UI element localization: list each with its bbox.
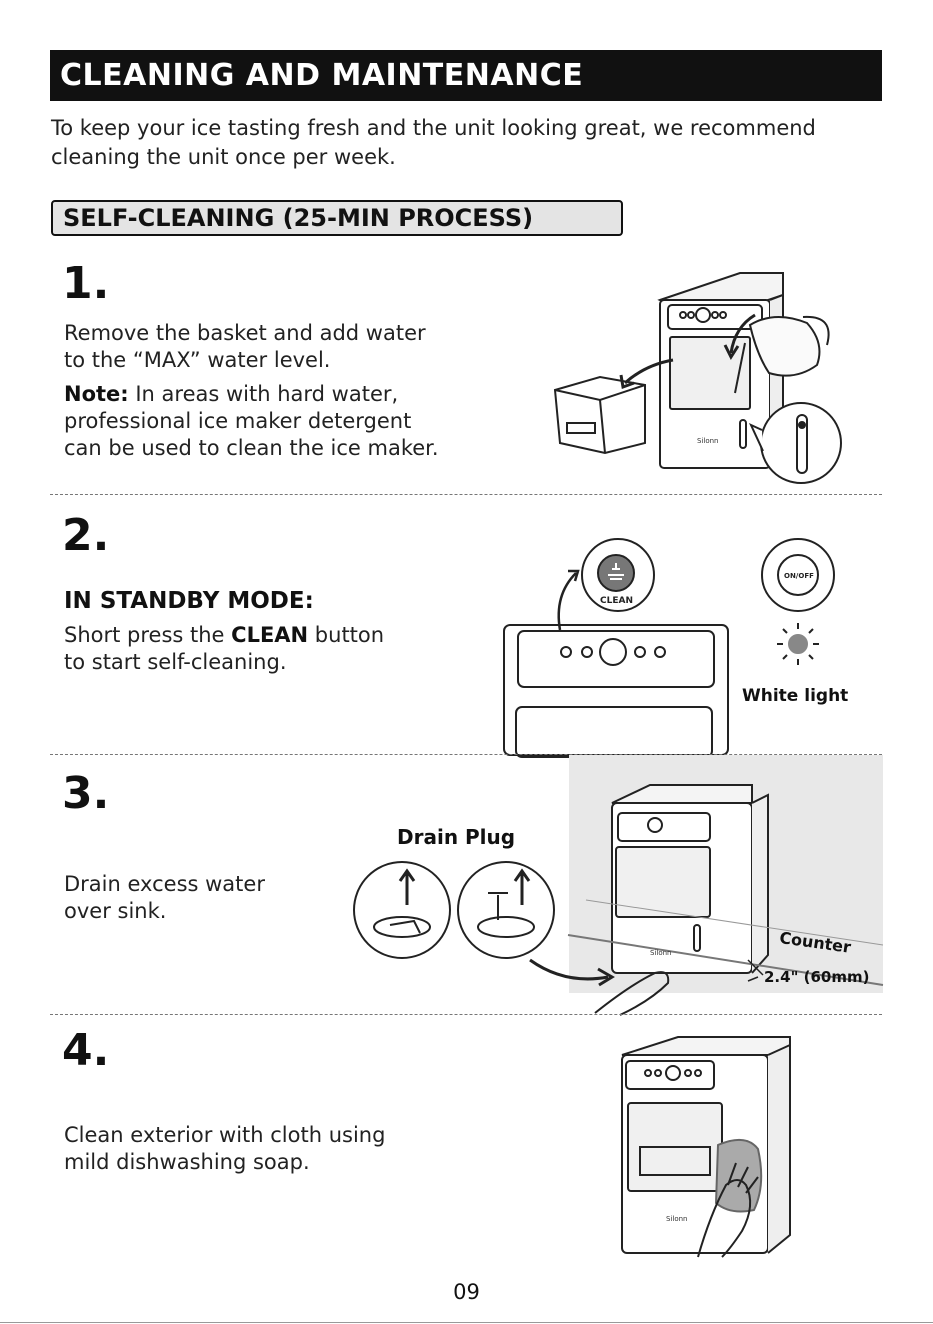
divider-1 bbox=[50, 494, 882, 495]
footer-line bbox=[0, 1322, 933, 1323]
on-off-button-label: ON/OFF bbox=[784, 572, 814, 580]
step-3-text: Drain excess water over sink. bbox=[64, 872, 265, 923]
white-light-label: White light bbox=[742, 686, 849, 706]
self-cleaning-title: SELF-CLEANING (25-MIN PROCESS) bbox=[51, 200, 623, 236]
step-3-number: 3. bbox=[62, 768, 110, 819]
drain-plug-label: Drain Plug bbox=[397, 825, 516, 849]
step-1-number: 1. bbox=[62, 258, 110, 309]
brand-label: Silonn bbox=[697, 437, 719, 445]
page-number: 09 bbox=[453, 1280, 480, 1304]
divider-3 bbox=[50, 1014, 882, 1015]
divider-2 bbox=[50, 754, 882, 755]
step-2-heading: IN STANDBY MODE: bbox=[64, 588, 314, 614]
step-2-text: Short press the CLEAN button to start se… bbox=[64, 623, 385, 674]
step-1-text: Remove the basket and add water to the “… bbox=[64, 321, 439, 460]
step-1-illustration: Silonn bbox=[553, 272, 842, 484]
step-3-illustration: Silonn bbox=[353, 755, 884, 1016]
brand-label: Silonn bbox=[650, 949, 672, 957]
step-2-illustration: CLEAN ON/OFF bbox=[503, 538, 835, 758]
step-4-text: Clean exterior with cloth using mild dis… bbox=[64, 1123, 386, 1174]
intro-text: To keep your ice tasting fresh and the u… bbox=[51, 116, 816, 169]
clean-button-label: CLEAN bbox=[600, 596, 633, 606]
step-4-number: 4. bbox=[62, 1025, 110, 1076]
height-measurement: 2.4" (60mm) bbox=[764, 968, 870, 986]
step-2-number: 2. bbox=[62, 510, 110, 561]
step-4-illustration: Silonn bbox=[621, 1036, 791, 1258]
section-header: CLEANING AND MAINTENANCE bbox=[50, 50, 882, 101]
brand-label: Silonn bbox=[666, 1215, 688, 1223]
